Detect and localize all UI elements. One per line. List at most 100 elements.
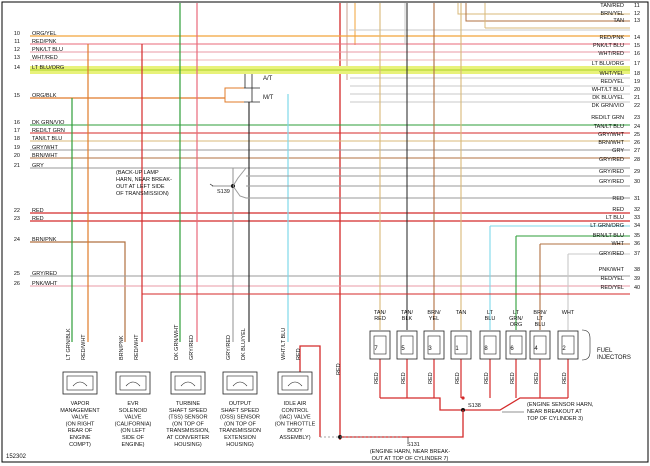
s138-note-line-2: NEAR BREAKOUT AT: [527, 409, 582, 415]
injector-red-label: RED: [510, 372, 516, 384]
right-wire-label: LT BLU: [606, 215, 624, 221]
injector-wire-label: LT: [537, 316, 544, 322]
left-wire-label: WHT/RED: [32, 55, 58, 61]
component-label: TRANSMISSION: [219, 428, 261, 434]
left-wire-label: RED: [32, 208, 44, 214]
right-wire-num: 12: [634, 11, 640, 17]
injector-inner: [373, 335, 387, 355]
left-wire-num: 17: [14, 128, 20, 134]
right-wire-label: GRY: [612, 148, 624, 154]
right-wire-label: TAN: [613, 18, 624, 24]
backup-note-line-2: HARN, NEAR BREAK-: [116, 177, 172, 183]
injector-red-label: RED: [401, 372, 407, 384]
injector-layer: TAN/RED7REDTAN/BLK5REDBRN/YEL3REDTAN1RED…: [369, 310, 591, 384]
injector-number: 7: [374, 346, 378, 352]
backup-note-line-3: OUT AT LEFT SIDE: [116, 184, 165, 190]
right-wire-num: 13: [634, 18, 640, 24]
injector-red-label: RED: [484, 372, 490, 384]
right-wire-num: 39: [634, 276, 640, 282]
injector-wire-label: TAN/: [374, 310, 387, 316]
right-wire-num: 33: [634, 215, 640, 221]
injector-red-label: RED: [534, 372, 540, 384]
injector-bracket: [581, 329, 591, 361]
right-wire-label: RED/YEL: [600, 285, 624, 291]
injector-red-label: RED: [428, 372, 434, 384]
component-label: SOLENOID: [119, 408, 147, 414]
left-wire-label: ORG/BLK: [32, 93, 57, 99]
component-connector: [115, 371, 151, 395]
component-coil: [287, 381, 303, 387]
component-coil: [72, 381, 88, 387]
component-pin-label: RED/WHT: [81, 334, 87, 360]
injector-inner: [509, 335, 523, 355]
injector-wire-label: ORG: [510, 322, 523, 328]
injector-wire-label: LT: [513, 310, 520, 316]
injector-number: 8: [484, 346, 488, 352]
right-wire-label: GRY/RED: [599, 157, 624, 163]
right-wire-label: RED: [612, 196, 624, 202]
right-wire-num: 24: [634, 124, 640, 130]
injector-inner: [561, 335, 575, 355]
injector-wire-label: BRN/: [533, 310, 547, 316]
component-pin-label: WHT/LT BLU: [281, 328, 287, 360]
injector-wire-label: WHT: [562, 310, 575, 316]
right-wire-num: 19: [634, 79, 640, 85]
component-label: HOUSING): [226, 442, 254, 448]
right-wire-label: WHT: [611, 241, 624, 247]
injector-inner: [483, 335, 497, 355]
right-wire-num: 32: [634, 207, 640, 213]
top-wire-tan-red: [457, 3, 630, 15]
wire-layer: [30, 3, 630, 442]
injector-red-label: RED: [562, 372, 568, 384]
left-wire-label: RED/PNK: [32, 39, 57, 45]
s131-note-line-2: OUT AT TOP OF CYLINDER 7): [372, 456, 449, 462]
right-wire-label: TAN/LT BLU: [594, 124, 624, 130]
right-wire-label: WHT/YEL: [600, 71, 624, 77]
left-wire-label: TAN/LT BLU: [32, 136, 62, 142]
injector-number: 3: [428, 346, 432, 352]
component-label: AT CONVERTER: [167, 435, 210, 441]
s139-label: S139: [217, 189, 230, 195]
component-label: (ON THROTTLE: [275, 421, 316, 427]
left-wire-label: GRY/WHT: [32, 145, 59, 151]
component-connector: [170, 371, 206, 395]
injector-body: [557, 330, 579, 360]
component-label: TURBINE: [176, 401, 200, 407]
red-to-s131: [340, 410, 464, 438]
left-wire-label: LT BLU/ORG: [32, 65, 64, 71]
injector-wire-label: BLK: [402, 316, 413, 322]
component-label: (IAC) VALVE: [279, 415, 311, 421]
component-pin-label: LT GRN/BLK: [66, 328, 72, 360]
right-wire-label: BRN/LT BLU: [593, 233, 624, 239]
left-wire-num: 13: [14, 55, 20, 61]
component-pin-label: DK GRN/WHT: [174, 324, 180, 360]
top-wire-brn-yel: [465, 3, 630, 22]
right-wire-label: RED: [612, 207, 624, 213]
right-wire-num: 17: [634, 61, 640, 67]
s138-note-line-1: (ENGINE SENSOR HARN,: [527, 402, 594, 408]
component-connector: [222, 371, 258, 395]
component-label: CONTROL: [282, 408, 309, 414]
right-wire-label: LT GRN/ORG: [590, 223, 624, 229]
left-wire-num: 11: [14, 39, 20, 45]
component-label: VAPOR: [71, 401, 90, 407]
left-wire-num: 16: [14, 120, 20, 126]
injector-wire-label: TAN/: [401, 310, 414, 316]
red-label: RED: [336, 363, 342, 375]
left-wire-num: 23: [14, 216, 20, 222]
right-wire-num: 35: [634, 233, 640, 239]
component-connector-inner: [66, 375, 94, 391]
injector-body: [479, 330, 501, 360]
component-connector: [277, 371, 313, 395]
injector-number: 5: [401, 346, 405, 352]
iac-red-loop: [299, 345, 321, 437]
backup-note-line-4: OF TRANSMISSION): [116, 191, 169, 197]
component-label: (ON LEFT: [120, 428, 146, 434]
right-wire-label: RED/LT GRN: [591, 115, 624, 121]
left-wire-label: RED: [32, 216, 44, 222]
component-label: VALVE: [125, 415, 142, 421]
left-wire-num: 12: [14, 47, 20, 53]
